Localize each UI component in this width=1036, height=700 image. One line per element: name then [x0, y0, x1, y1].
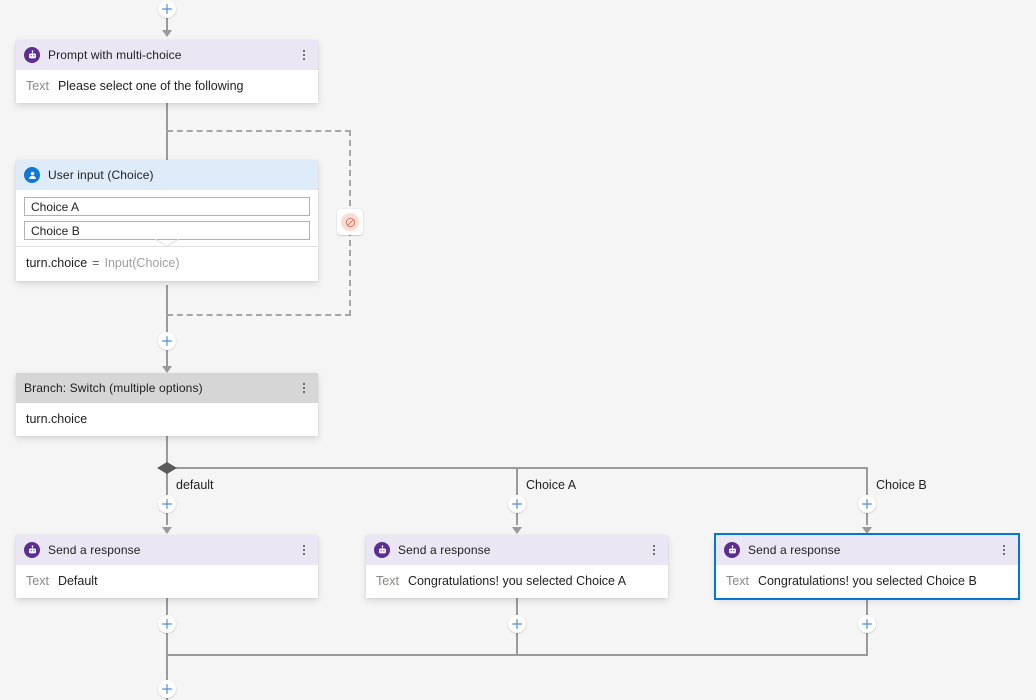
field-value: Please select one of the following: [57, 79, 244, 93]
loop-dashed-bottom: [167, 314, 351, 316]
add-node-choice-b-branch-button[interactable]: [858, 495, 876, 513]
node-send-response-choice-a[interactable]: Send a response Text Congratulations! yo…: [366, 535, 668, 598]
node-title: Send a response: [398, 543, 491, 557]
arrow-into-branch: [162, 366, 172, 373]
field-value: Congratulations! you selected Choice A: [407, 574, 627, 588]
add-node-default-branch-button[interactable]: [158, 495, 176, 513]
node-title: Send a response: [48, 543, 141, 557]
user-icon: [24, 167, 40, 183]
connector-plus-to-branch: [166, 350, 168, 367]
node-title: Prompt with multi-choice: [48, 48, 182, 62]
loop-dashed-top: [167, 130, 351, 132]
arrow-into-prompt: [162, 30, 172, 37]
node-body[interactable]: Text Please select one of the following: [16, 70, 318, 103]
more-options-icon[interactable]: [996, 540, 1012, 560]
bot-icon: [724, 542, 740, 558]
more-options-icon[interactable]: [296, 378, 312, 398]
node-title: Branch: Switch (multiple options): [24, 381, 203, 395]
bot-icon: [24, 47, 40, 63]
output-value: Input(Choice): [104, 256, 180, 270]
add-node-after-default-button[interactable]: [158, 615, 176, 633]
divider-notch-icon: [155, 239, 179, 247]
field-value: turn.choice: [26, 412, 88, 426]
node-header[interactable]: Send a response: [366, 535, 668, 565]
field-label: Text: [26, 79, 49, 93]
choice-option[interactable]: Choice A: [24, 197, 310, 216]
add-node-choice-a-branch-button[interactable]: [508, 495, 526, 513]
more-options-icon[interactable]: [296, 45, 312, 65]
node-title: Send a response: [748, 543, 841, 557]
add-node-bottom-button[interactable]: [158, 680, 176, 698]
node-branch-switch[interactable]: Branch: Switch (multiple options) turn.c…: [16, 373, 318, 436]
bot-icon: [374, 542, 390, 558]
field-label: Text: [726, 574, 749, 588]
node-prompt-with-multi-choice[interactable]: Prompt with multi-choice Text Please sel…: [16, 40, 318, 103]
node-header[interactable]: User input (Choice): [16, 160, 318, 190]
arrow-into-default-node: [162, 527, 172, 534]
branch-merge-bar: [166, 654, 868, 656]
node-header[interactable]: Branch: Switch (multiple options): [16, 373, 318, 403]
field-value: Default: [57, 574, 98, 588]
branch-label-choice-a: Choice A: [526, 478, 577, 492]
output-equals: =: [92, 256, 100, 270]
choice-option[interactable]: Choice B: [24, 221, 310, 240]
node-body[interactable]: Text Default: [16, 565, 318, 598]
add-node-after-choice-a-button[interactable]: [508, 615, 526, 633]
node-header[interactable]: Prompt with multi-choice: [16, 40, 318, 70]
branch-diamond-icon: [157, 462, 177, 474]
branch-label-default: default: [176, 478, 214, 492]
add-node-before-branch-button[interactable]: [158, 332, 176, 350]
node-user-input-choice[interactable]: User input (Choice) Choice A Choice B tu…: [16, 160, 318, 281]
node-output: turn.choice = Input(Choice): [16, 247, 318, 281]
add-node-top-button[interactable]: [158, 0, 176, 18]
more-options-icon[interactable]: [646, 540, 662, 560]
node-header[interactable]: Send a response: [16, 535, 318, 565]
error-circle-icon: [341, 213, 359, 231]
node-body[interactable]: Text Congratulations! you selected Choic…: [366, 565, 668, 598]
arrow-into-choice-b-node: [862, 527, 872, 534]
node-title: User input (Choice): [48, 168, 154, 182]
node-header[interactable]: Send a response: [716, 535, 1018, 565]
connector-userinput-to-branch: [166, 285, 168, 337]
choice-list: Choice A Choice B: [16, 190, 318, 246]
arrow-into-choice-a-node: [512, 527, 522, 534]
add-node-after-choice-b-button[interactable]: [858, 615, 876, 633]
output-key: turn.choice: [26, 256, 88, 270]
loop-error-badge[interactable]: [337, 209, 363, 235]
node-body[interactable]: Text Congratulations! you selected Choic…: [716, 565, 1018, 598]
node-send-response-choice-b[interactable]: Send a response Text Congratulations! yo…: [714, 533, 1020, 600]
field-label: Text: [26, 574, 49, 588]
field-value: Congratulations! you selected Choice B: [757, 574, 977, 588]
more-options-icon[interactable]: [296, 540, 312, 560]
node-body[interactable]: turn.choice: [16, 403, 318, 436]
node-send-response-default[interactable]: Send a response Text Default: [16, 535, 318, 598]
bot-icon: [24, 542, 40, 558]
connector-merge-to-bottom: [166, 654, 168, 700]
field-label: Text: [376, 574, 399, 588]
connector-branch-to-diamond: [166, 436, 168, 468]
node-divider: [16, 239, 318, 247]
branch-label-choice-b: Choice B: [876, 478, 927, 492]
